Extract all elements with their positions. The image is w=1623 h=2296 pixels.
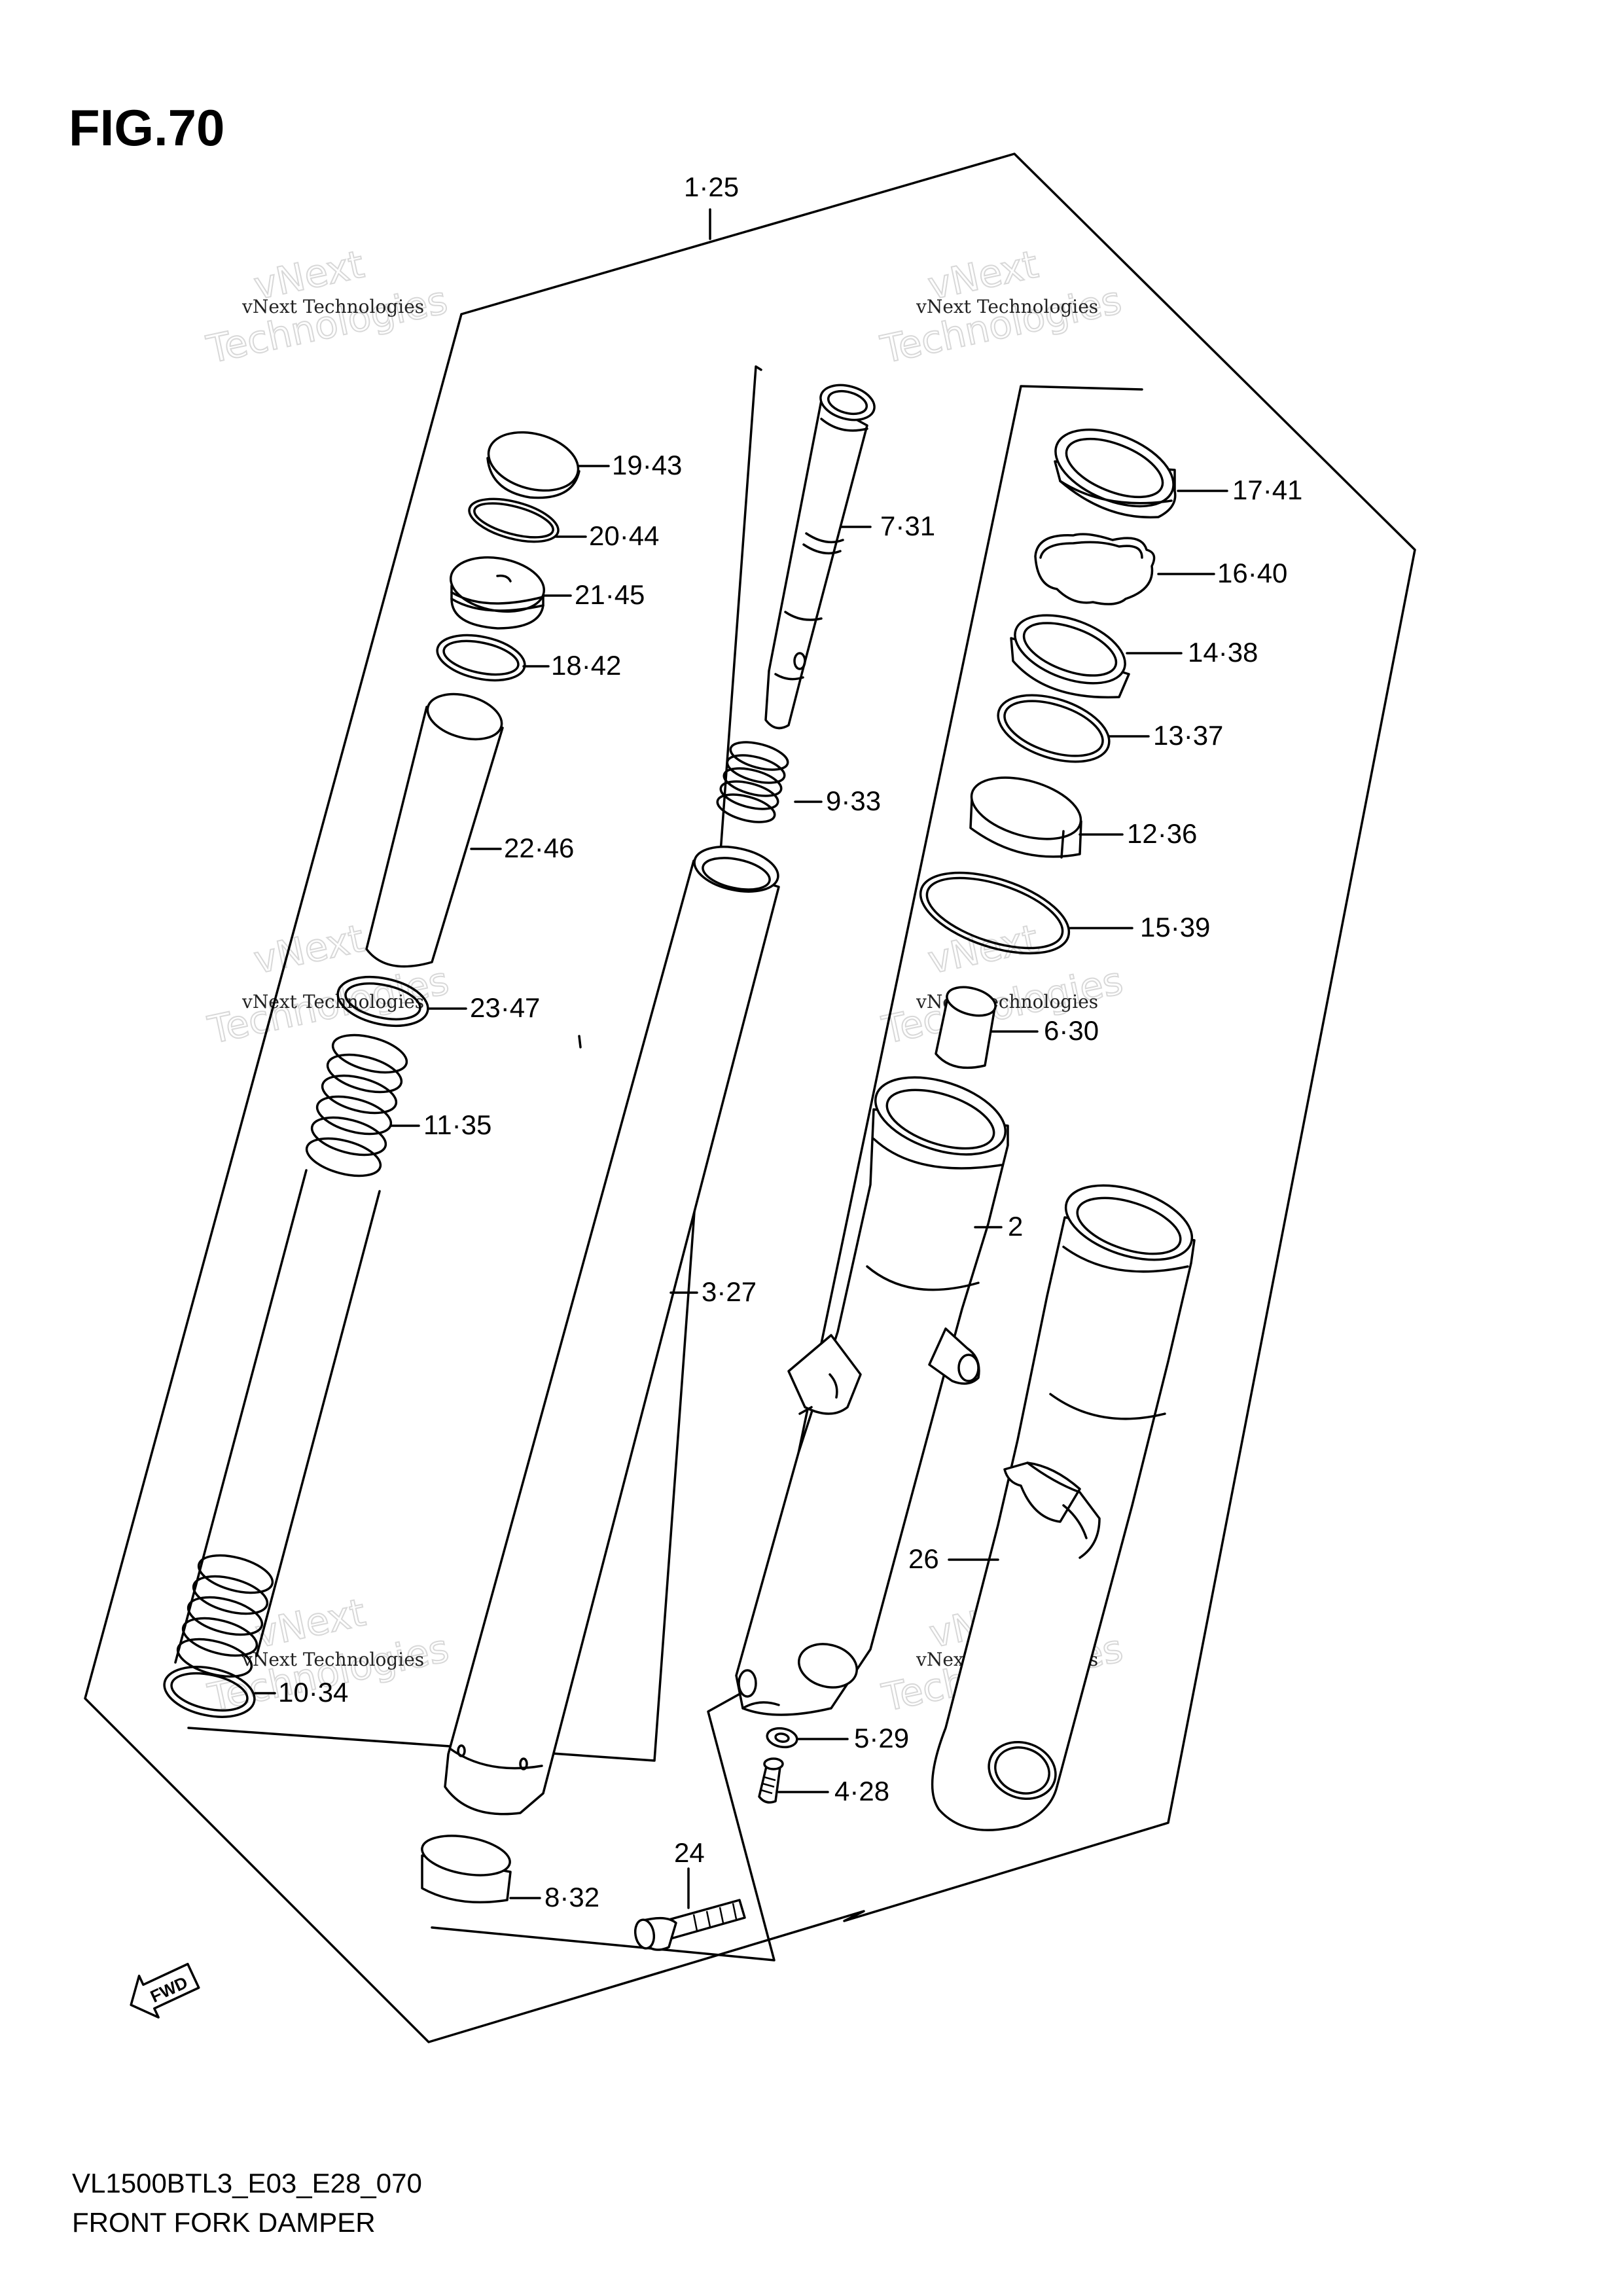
callout-6-30: 6·30 [1044, 1015, 1099, 1046]
part-oil-lock-6 [935, 986, 997, 1069]
part-washer-13 [997, 694, 1111, 763]
watermark-text: vNext Technologies [916, 991, 1098, 1013]
part-dust-seal-17 [1054, 428, 1177, 519]
callout-1-25: 1·25 [684, 171, 739, 202]
part-gasket-5 [766, 1727, 798, 1749]
callout-5-29: 5·29 [854, 1723, 909, 1753]
watermark-text: vNext Technologies [241, 991, 424, 1013]
part-outer-tube-26 [931, 1184, 1196, 1831]
callout-2: 2 [1008, 1211, 1023, 1242]
part-plug-21 [450, 556, 545, 630]
part-snap-ring-20 [468, 497, 560, 543]
callout-3-27: 3·27 [702, 1276, 757, 1307]
callout-8-32: 8·32 [544, 1882, 599, 1912]
part-damper-rod-7 [764, 384, 876, 730]
part-fork-spring-11 [174, 1033, 408, 1678]
part-outer-tube-2 [735, 1076, 1009, 1716]
callout-19-43: 19·43 [612, 450, 682, 480]
part-spacer-22 [365, 692, 504, 968]
dash-mark [578, 1035, 582, 1049]
footer-code: VL1500BTL3_E03_E28_070 [72, 2168, 422, 2198]
callout-26: 26 [908, 1543, 939, 1574]
callout-14-38: 14·38 [1188, 637, 1258, 668]
part-ring-10 [163, 1666, 256, 1718]
callout-4-28: 4·28 [834, 1776, 889, 1806]
watermark-text: vNext [924, 916, 1042, 982]
callout-15-39: 15·39 [1140, 912, 1210, 942]
callout-20-44: 20·44 [589, 520, 659, 551]
callout-16-40: 16·40 [1217, 558, 1287, 588]
part-cap-19 [486, 431, 580, 499]
watermark-text: vNext Technologies [916, 296, 1098, 317]
callout-12-36: 12·36 [1127, 818, 1197, 849]
part-washer-23 [336, 976, 429, 1027]
part-inner-tube-3 [444, 846, 780, 1816]
part-bolt-4 [758, 1757, 784, 1804]
part-stopper-ring-16 [1034, 533, 1156, 605]
part-o-ring-18 [436, 634, 526, 682]
callout-17-41: 17·41 [1232, 475, 1302, 505]
assembly-outline [84, 152, 1416, 2043]
callout-24: 24 [674, 1837, 705, 1868]
figure-title: FIG.70 [69, 99, 224, 156]
callout-22-46: 22·46 [504, 833, 574, 863]
watermark-text: vNext Technologies [241, 1649, 424, 1670]
callout-9-33: 9·33 [826, 785, 881, 816]
watermark-text: vNext [250, 916, 368, 982]
part-oil-seal-14 [1010, 614, 1130, 699]
footer-name: FRONT FORK DAMPER [72, 2207, 376, 2238]
fwd-arrow-icon: FWD [130, 1962, 200, 2019]
callout-21-45: 21·45 [575, 579, 645, 610]
part-bushing-8 [421, 1835, 512, 1904]
callout-23-47: 23·47 [470, 992, 540, 1023]
callout-10-34: 10·34 [278, 1677, 348, 1708]
callout-18-42: 18·42 [551, 650, 621, 681]
part-bolt-24 [633, 1899, 746, 1951]
callout-13-37: 13·37 [1153, 720, 1223, 751]
part-slide-metal-12 [969, 776, 1082, 859]
part-rebound-spring-9 [716, 741, 789, 823]
callout-11-35: 11·35 [423, 1109, 491, 1140]
sub-outline-center [431, 385, 1143, 1962]
callout-7-31: 7·31 [880, 511, 935, 541]
part-snap-ring-15 [919, 871, 1071, 955]
watermark-text: vNext Technologies [241, 296, 424, 317]
